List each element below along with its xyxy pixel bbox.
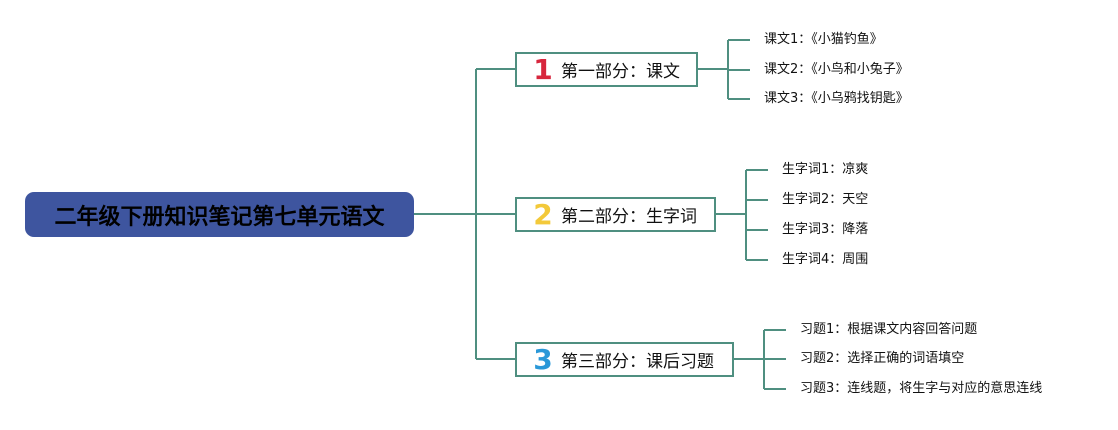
branch-label-3: 第三部分：课后习题 (561, 352, 714, 372)
leaf-2-2[interactable]: 生字词2：天空 (782, 192, 869, 207)
branch-number-2: 2 (533, 197, 553, 231)
branch-part-1[interactable]: 1 第一部分：课文 (515, 52, 698, 87)
leaf-2-3[interactable]: 生字词3：降落 (782, 222, 869, 237)
leaf-2-1[interactable]: 生字词1：凉爽 (782, 162, 869, 177)
leaf-3-2[interactable]: 习题2：选择正确的词语填空 (800, 351, 965, 366)
leaf-3-3[interactable]: 习题3：连线题，将生字与对应的意思连线 (800, 381, 1043, 396)
leaf-1-1[interactable]: 课文1：《小猫钓鱼》 (764, 32, 883, 47)
leaf-3-1[interactable]: 习题1：根据课文内容回答问题 (800, 322, 978, 337)
branch-part-3[interactable]: 3 第三部分：课后习题 (515, 342, 734, 377)
leaf-2-4[interactable]: 生字词4：周围 (782, 252, 869, 267)
branch-number-3: 3 (533, 342, 553, 376)
leaf-1-2[interactable]: 课文2：《小鸟和小兔子》 (764, 62, 909, 77)
root-topic[interactable]: 二年级下册知识笔记第七单元语文 (25, 192, 414, 237)
branch-label-2: 第二部分：生字词 (561, 207, 697, 227)
leaf-1-3[interactable]: 课文3：《小乌鸦找钥匙》 (764, 91, 909, 106)
branch-label-1: 第一部分：课文 (561, 62, 680, 82)
branch-number-1: 1 (533, 52, 553, 86)
branch-part-2[interactable]: 2 第二部分：生字词 (515, 197, 716, 232)
